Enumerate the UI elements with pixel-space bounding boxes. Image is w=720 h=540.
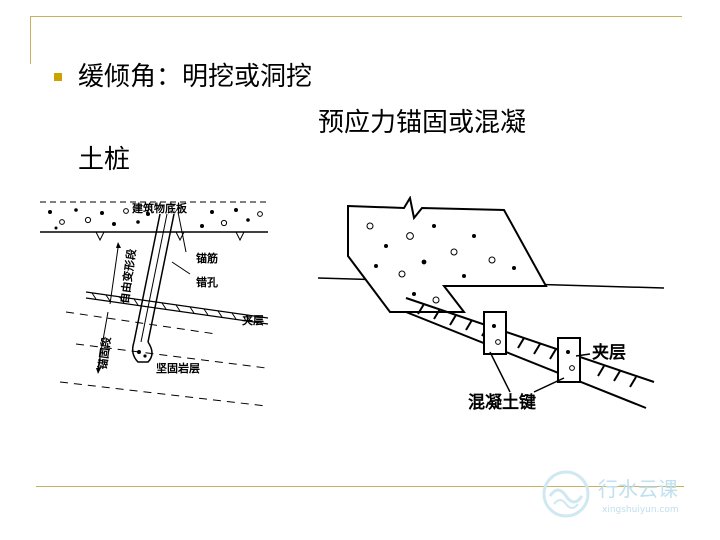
concrete-key-diagram: 夹层 混凝土键 [317,196,664,413]
label-rebar: 锚筋 [196,251,218,265]
watermark-logo: 行水云课 xingshuiyun.com [542,470,679,518]
bullet-square-icon [54,73,62,81]
left-rule [30,16,31,64]
concrete-key-1 [483,311,507,355]
label-anchor-hole: 错孔 [196,275,218,289]
label-bedrock: 坚固岩层 [156,361,200,375]
concrete-block [347,196,548,313]
label-free-section: 自由变形段 [117,248,139,304]
anchor-diagram: 建筑物底板 锚筋 错孔 夹层 坚固岩层 自由变形段 锚固段 [40,201,269,407]
top-rule [30,16,682,17]
label-interlayer-left: 夹层 [242,313,264,327]
slide-text-line1: 缓倾角：明挖或洞挖 [78,62,313,92]
anchor-rod [131,211,191,363]
label-concrete-key: 混凝土键 [468,392,536,413]
logo-text-en: xingshuiyun.com [602,505,679,515]
aggregate-dots [366,222,516,304]
rock-joints [59,311,267,407]
concrete-key-2 [557,337,581,383]
interlayer-band [85,291,269,325]
dimension-lines [96,242,121,374]
bottom-rule [36,486,684,487]
slide-text-line3: 土桩 [78,145,131,175]
label-anchor-section: 锚固段 [95,336,113,371]
label-interlayer-right: 夹层 [592,342,626,363]
wave-logo-icon [542,470,590,518]
label-building-plate: 建筑物底板 [132,201,188,215]
logo-text-cn: 行水云课 [598,477,678,501]
slide-text-line2: 预应力锚固或混凝 [318,108,527,138]
